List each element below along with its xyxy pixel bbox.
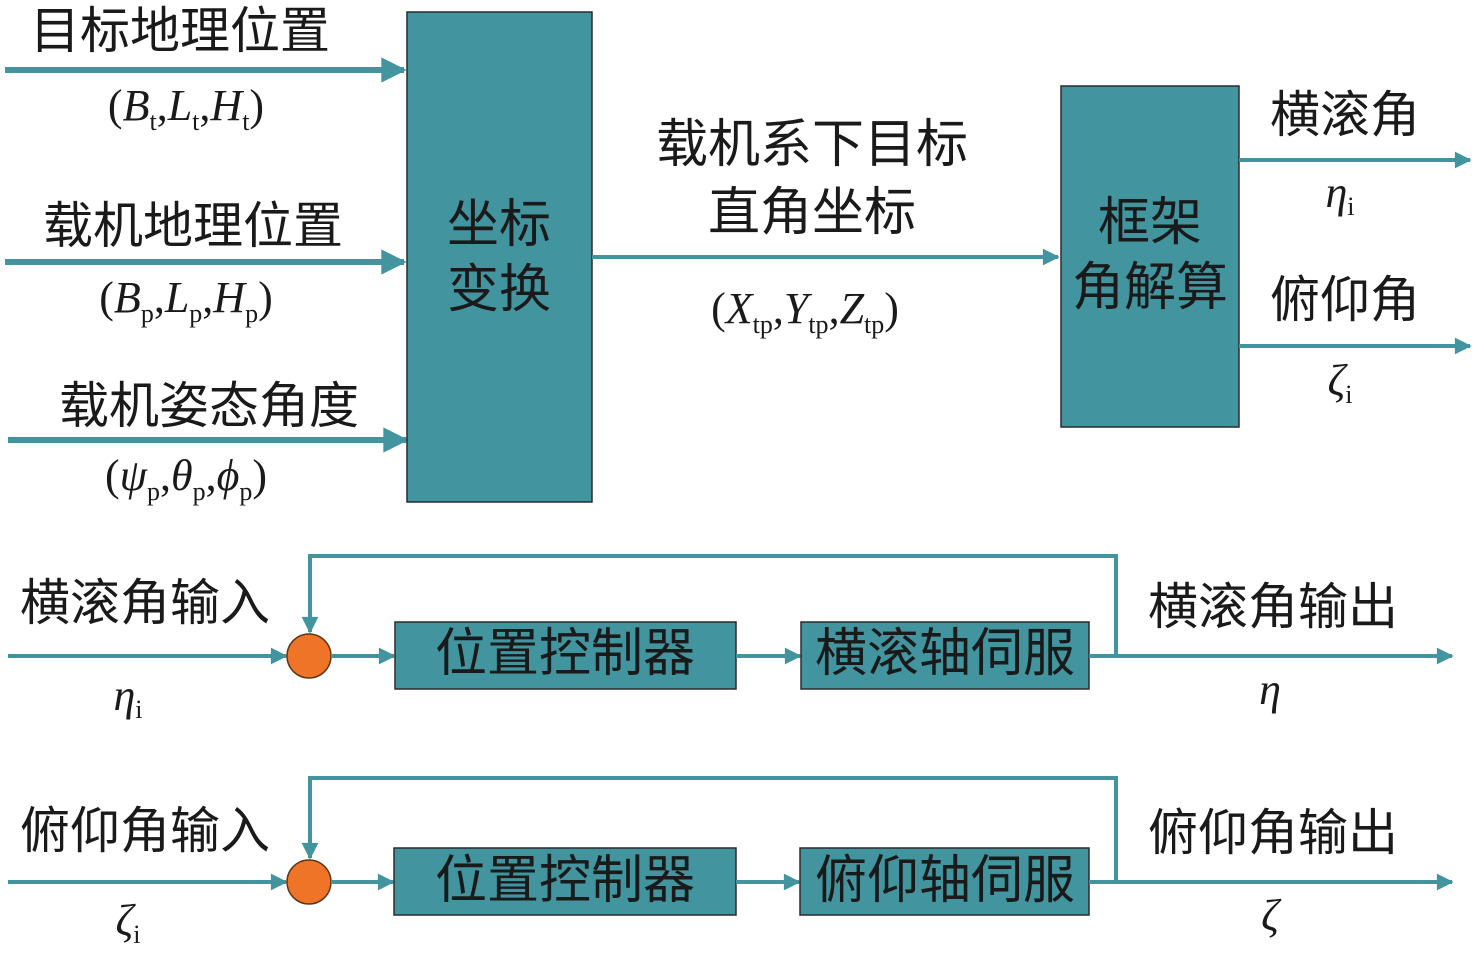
aircraft-position-vars: (Bp,Lp,Hp) bbox=[99, 273, 272, 328]
pitch-feedback-path bbox=[301, 776, 1118, 882]
pitch-axis-servo-label: 俯仰轴伺服 bbox=[815, 851, 1075, 911]
pitch-input-label: 俯仰角输入 bbox=[20, 802, 270, 860]
roll-summing-junction bbox=[286, 633, 332, 679]
pitch-output-symbol-loop: ζ bbox=[1261, 891, 1282, 940]
target-coords-vars: (Xtp,Ytp,Ztp) bbox=[711, 284, 899, 339]
pitch-position-controller-block bbox=[393, 847, 737, 916]
roll-axis-servo-block bbox=[800, 621, 1090, 690]
roll-input-label: 横滚角输入 bbox=[20, 574, 270, 632]
target-position-vars: (Bt,Lt,Ht) bbox=[108, 81, 264, 136]
aircraft-attitude-label: 载机姿态角度 bbox=[59, 377, 359, 435]
pitch-output-text: 俯仰角输出 bbox=[1148, 804, 1398, 862]
coordinate-transform-block bbox=[406, 11, 593, 503]
frame-angle-line2: 角解算 bbox=[1072, 258, 1228, 318]
pitch-output-label: 俯仰角 bbox=[1270, 271, 1420, 329]
roll-axis-servo-label: 横滚轴伺服 bbox=[815, 624, 1075, 684]
roll-position-controller-block bbox=[394, 621, 737, 690]
frame-angle-line1: 框架 bbox=[1098, 193, 1202, 253]
roll-position-controller-label: 位置控制器 bbox=[435, 624, 695, 684]
roll-output-symbol-loop: η bbox=[1259, 665, 1281, 714]
target-position-label: 目标地理位置 bbox=[30, 2, 330, 60]
roll-output-text: 横滚角输出 bbox=[1148, 578, 1398, 636]
coordinate-transform-line1: 坐标 bbox=[447, 195, 551, 255]
pitch-output-symbol: ζi bbox=[1327, 356, 1352, 409]
pitch-summing-junction bbox=[286, 859, 332, 905]
roll-output-label: 横滚角 bbox=[1270, 86, 1420, 144]
coordinate-transform-line2: 变换 bbox=[447, 260, 551, 320]
pitch-position-controller-label: 位置控制器 bbox=[435, 851, 695, 911]
pitch-input-symbol: ζi bbox=[115, 896, 140, 949]
middle-label-line2: 直角坐标 bbox=[708, 183, 916, 243]
roll-input-symbol: ηi bbox=[113, 671, 142, 724]
frame-angle-block bbox=[1060, 85, 1240, 428]
middle-label-line1: 载机系下目标 bbox=[656, 115, 968, 175]
roll-feedback-path bbox=[301, 554, 1118, 656]
aircraft-position-label: 载机地理位置 bbox=[43, 197, 343, 255]
roll-output-symbol: ηi bbox=[1325, 168, 1354, 221]
aircraft-attitude-vars: (ψp,θp,ϕp) bbox=[105, 451, 267, 506]
